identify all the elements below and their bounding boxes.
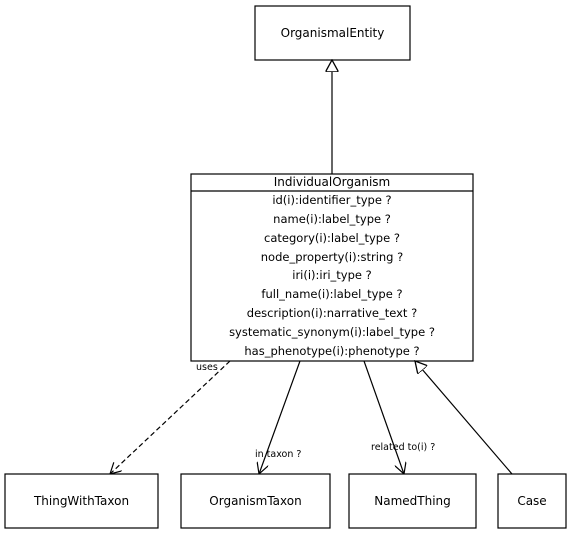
class-thing-with-taxon[interactable]: ThingWithTaxon	[4, 473, 159, 529]
attribute-systematic-synonym: systematic_synonym(i):label_type ?	[229, 325, 435, 339]
attribute-iri: iri(i):iri_type ?	[292, 268, 371, 282]
class-named-thing[interactable]: NamedThing	[348, 473, 477, 529]
attribute-category: category(i):label_type ?	[264, 231, 400, 245]
class-organismal-entity-name: OrganismalEntity	[281, 26, 385, 40]
class-organism-taxon-name: OrganismTaxon	[209, 494, 301, 508]
attribute-name: name(i):label_type ?	[273, 212, 391, 226]
class-thing-with-taxon-name: ThingWithTaxon	[33, 494, 129, 508]
class-named-thing-name: NamedThing	[374, 494, 451, 508]
related-to-edge-label: related to(i) ?	[371, 442, 435, 453]
in-taxon-edge-label: in taxon ?	[255, 449, 301, 460]
class-organism-taxon[interactable]: OrganismTaxon	[180, 473, 331, 529]
attribute-has-phenotype: has_phenotype(i):phenotype ?	[244, 344, 419, 358]
in-taxon-edge	[259, 360, 301, 474]
attribute-node-property: node_property(i):string ?	[261, 250, 404, 264]
related-to-edge	[363, 360, 404, 474]
attribute-full-name: full_name(i):label_type ?	[261, 287, 402, 301]
class-case[interactable]: Case	[497, 473, 567, 529]
class-case-name: Case	[517, 494, 546, 508]
class-individual-organism[interactable]: IndividualOrganism id(i):identifier_type…	[190, 173, 474, 362]
class-individual-organism-name: IndividualOrganism	[274, 175, 390, 189]
uses-edge-label: uses	[196, 362, 218, 373]
class-organismal-entity[interactable]: OrganismalEntity	[254, 5, 411, 61]
attribute-id: id(i):identifier_type ?	[272, 193, 391, 207]
uses-edge	[110, 360, 231, 474]
generalization-edge-case-to-individual	[415, 361, 513, 475]
attribute-description: description(i):narrative_text ?	[247, 306, 417, 320]
